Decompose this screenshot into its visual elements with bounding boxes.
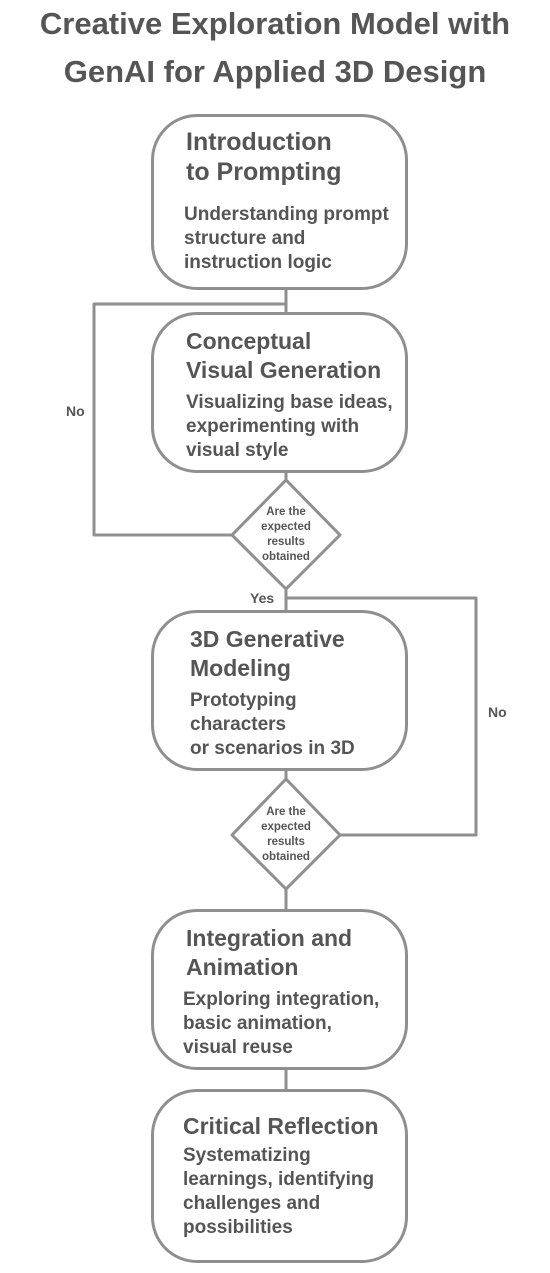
decision-diamond-1 (230, 478, 342, 591)
step-description-line: visual reuse (183, 1037, 293, 1058)
step-critical-reflection: Critical Reflection Systematizing learni… (151, 1089, 408, 1263)
decision-label-1: Are the expected results obtained (241, 505, 331, 565)
step-heading: Critical Reflection (183, 1112, 379, 1141)
step-description-line: experimenting with (186, 416, 360, 437)
diagram-title-line-1: Creative Exploration Model with (39, 6, 511, 41)
step-heading-line: Critical Reflection (183, 1113, 379, 1139)
decision-label-line: results (267, 536, 305, 548)
decision-label-2: Are the expected results obtained (241, 805, 331, 865)
step-heading: 3D Generative Modeling (190, 625, 345, 683)
edge-label-no-right: No (488, 704, 507, 720)
step-description-line: basic animation, (183, 1013, 332, 1034)
decision-label-line: Are the (266, 506, 306, 518)
step-introduction-to-prompting: Introduction to Prompting Understanding … (151, 114, 408, 290)
decision-label-line: obtained (262, 851, 310, 863)
step-heading-line: Introduction (186, 128, 332, 156)
decision-label-line: obtained (262, 551, 310, 563)
step-description-line: Prototyping (190, 690, 297, 711)
step-heading: Introduction to Prompting (186, 127, 342, 187)
feedback-loop-left (92, 302, 286, 537)
diagram-title-line-2: GenAI for Applied 3D Design (63, 54, 487, 89)
decision-label-line: expected (261, 821, 311, 833)
step-heading-line: Animation (186, 954, 299, 980)
step-description: Systematizing learnings, identifying cha… (183, 1144, 374, 1240)
step-description-line: Visualizing base ideas, (186, 392, 393, 413)
step-description-line: possibilities (183, 1217, 293, 1238)
step-heading-line: Visual Generation (186, 357, 382, 383)
step-description-line: Systematizing (183, 1145, 311, 1166)
decision-label-line: results (267, 836, 305, 848)
step-description: Exploring integration, basic animation, … (183, 988, 379, 1060)
step-3d-generative-modeling: 3D Generative Modeling Prototyping chara… (151, 610, 408, 771)
step-description-line: Exploring integration, (183, 989, 380, 1010)
step-description-line: structure and (184, 228, 306, 249)
step-description: Prototyping characters or scenarios in 3… (190, 689, 355, 761)
step-heading-line: to Prompting (186, 158, 342, 186)
step-heading-line: Integration and (186, 925, 353, 951)
step-heading: Integration and Animation (186, 924, 352, 982)
step-heading-line: Conceptual (186, 328, 312, 354)
step-heading-line: 3D Generative (190, 626, 345, 652)
step-heading: Conceptual Visual Generation (186, 327, 381, 385)
step-description-line: learnings, identifying (183, 1169, 375, 1190)
step-description-line: or scenarios in 3D (190, 738, 355, 759)
step-description-line: Understanding prompt (184, 204, 389, 225)
step-integration-and-animation: Integration and Animation Exploring inte… (151, 909, 408, 1070)
decision-label-line: Are the (266, 806, 306, 818)
step-description: Understanding prompt structure and instr… (184, 203, 389, 275)
step-description-line: challenges and (183, 1193, 321, 1214)
edge-label-yes: Yes (250, 590, 275, 606)
step-description: Visualizing base ideas, experimenting wi… (186, 391, 393, 463)
feedback-loop-right (286, 596, 478, 837)
step-description-line: instruction logic (184, 252, 332, 273)
step-description-line: visual style (186, 440, 289, 461)
step-description-line: characters (190, 714, 287, 735)
step-heading-line: Modeling (190, 655, 291, 681)
decision-label-line: expected (261, 521, 311, 533)
decision-diamond-2 (230, 777, 342, 891)
edge-label-no-left: No (66, 403, 85, 419)
step-conceptual-visual-generation: Conceptual Visual Generation Visualizing… (151, 312, 408, 473)
